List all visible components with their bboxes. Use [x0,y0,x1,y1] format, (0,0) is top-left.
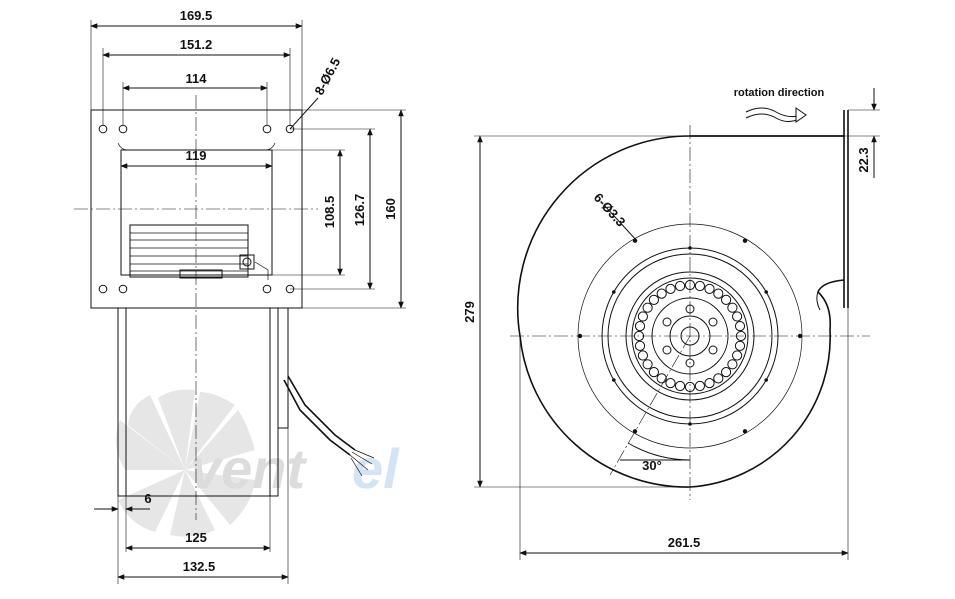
blade-slot [734,340,746,351]
dim-30-deg: 30° [642,458,662,473]
blade-slot [642,359,653,370]
blade-slot [665,378,676,389]
blade-slot [665,283,676,294]
blade-slot [642,302,653,313]
mount-hole [612,290,616,294]
blade-slot [637,311,649,322]
blade-slot [634,340,646,351]
fan-logo-icon [116,389,255,537]
blade-slot [721,367,732,378]
mount-hole [764,290,768,294]
blade-slot [727,359,738,370]
blade-slot [656,288,667,299]
blade-slot [634,321,646,332]
volute-housing [516,110,845,488]
mount-hole [742,238,748,243]
mount-hole [742,429,748,434]
dim-114: 114 [186,71,208,86]
dim-132-5: 132.5 [183,559,216,574]
blade-slot [648,294,660,305]
dim-6: 6 [144,491,151,506]
bottom-dimensions: 6 125 132.5 [94,428,289,584]
ventel-watermark: vent el [116,389,400,537]
blade-slot [637,350,649,361]
dim-151-2: 151.2 [180,37,213,52]
top-dimensions: 169.5 151.2 114 119 8-Ø6.5 [90,8,343,169]
front-view: 169.5 151.2 114 119 8-Ø6.5 108.5 126.7 [74,8,406,584]
dim-8-holes: 8-Ø6.5 [311,55,343,97]
flange-holes [98,124,295,294]
dim-169-5: 169.5 [180,8,213,23]
blade-slot [694,380,706,392]
blade-slot [675,380,686,392]
blade-slot [732,350,743,361]
dim-6-holes: 6-Ø3.3 [591,190,629,230]
blade-slot [721,294,732,305]
dim-22-3: 22.3 [856,147,871,172]
dim-279: 279 [462,301,477,323]
blade-slot [713,288,724,299]
impeller-blades [633,279,747,393]
watermark-brand-b: el [352,437,400,500]
dim-126-7: 126.7 [352,194,367,227]
mount-hole [612,378,616,382]
blade-slot [656,373,667,384]
blade-slot [727,302,738,313]
blade-slot [648,367,660,378]
mount-hole [764,378,768,382]
side-view: 6-Ø3.3 30° rotation direction 22.3 279 2… [462,87,880,560]
blade-slot [704,283,715,294]
blade-slot [675,280,686,292]
dim-261-5: 261.5 [668,535,701,550]
power-cable [283,379,351,456]
blade-slot [704,378,715,389]
blower-body [117,307,375,497]
dim-108-5: 108.5 [322,196,337,229]
blade-slot [732,311,743,322]
watermark-brand-a: vent [190,437,307,500]
side-dimensions: 108.5 126.7 160 [272,109,406,309]
blade-slot [713,373,724,384]
blade-slot [734,321,746,332]
dim-119: 119 [186,148,207,163]
dim-125: 125 [185,530,207,545]
dim-160: 160 [383,198,398,220]
motor-assembly [129,224,269,280]
blade-slot [694,280,706,292]
rotation-arrow-icon [745,107,807,123]
rotation-label: rotation direction [734,87,825,99]
